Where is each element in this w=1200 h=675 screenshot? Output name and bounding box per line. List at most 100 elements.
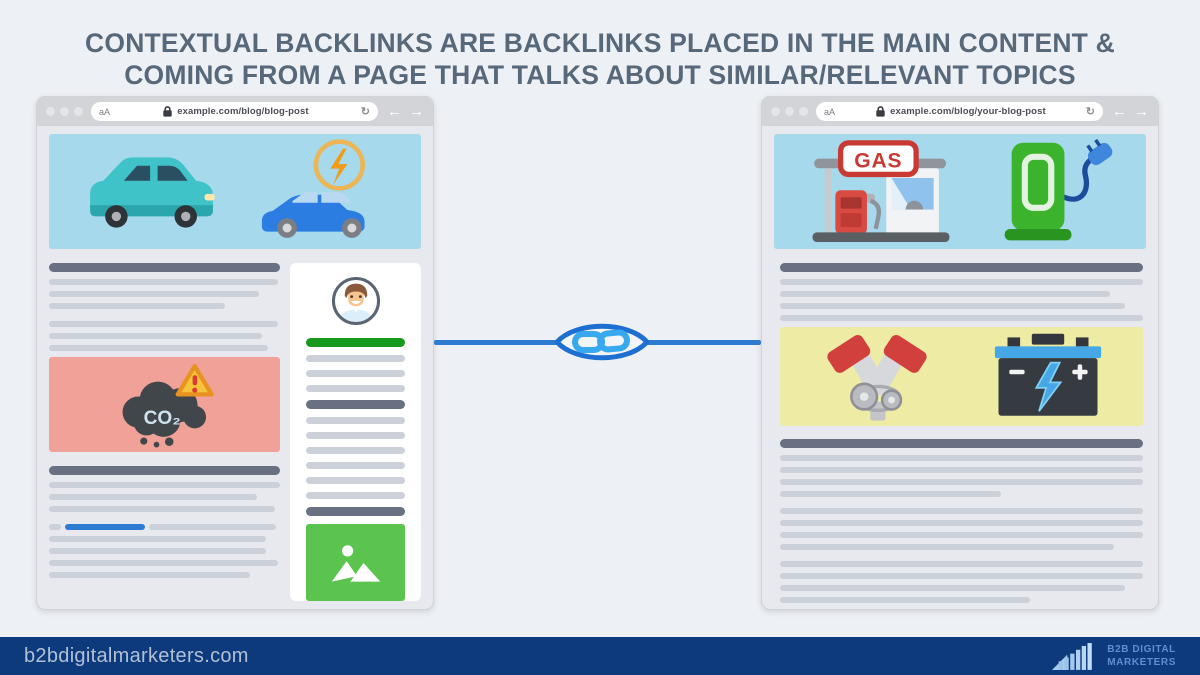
text-line-placeholder [780,279,1143,285]
window-control-dot[interactable] [771,107,780,116]
svg-text:GAS: GAS [854,149,902,172]
text-line-placeholder [780,597,1031,603]
text-line-placeholder [49,345,269,351]
text-line-placeholder [306,432,405,439]
text-line-placeholder [780,520,1143,526]
heading-placeholder [780,263,1143,272]
co2-cloud-icon: CO₂ [122,363,214,447]
paragraph-block [780,263,1143,321]
url-text: example.com/blog/your-blog-post [890,106,1046,117]
text-line-placeholder [780,532,1143,538]
text-line-placeholder [306,385,405,392]
text-line-placeholder [306,477,405,484]
text-line-placeholder [306,355,405,362]
text-line-placeholder [49,524,280,530]
text-line-placeholder [780,544,1114,550]
reader-mode-button[interactable]: aA [99,106,111,117]
text-line-placeholder [780,479,1143,485]
engine-icon [827,334,927,421]
paragraph-block [49,466,280,578]
ev-charger-icon [1004,138,1112,240]
text-line-placeholder [49,303,225,309]
footer-bar: b2bdigitalmarketers.com B2B DIGITAL MARK… [0,637,1200,675]
window-controls [771,107,808,116]
footer-site-url: b2bdigitalmarketers.com [24,644,249,667]
brand-name-line1: B2B DIGITAL [1107,644,1176,655]
page-title-line2: COMING FROM A PAGE THAT TALKS ABOUT SIMI… [124,59,1076,90]
text-line-placeholder [780,315,1143,321]
text-line-placeholder [306,462,405,469]
paragraph-block [49,263,280,351]
text-line-placeholder [780,561,1143,567]
image-placeholder-icon [331,544,380,582]
text-line-placeholder [49,482,280,488]
text-line-placeholder [49,572,250,578]
text-line-placeholder [780,585,1125,591]
text-line-placeholder [306,492,405,499]
text-line-segment [149,524,277,530]
text-line-placeholder [780,291,1111,297]
back-icon[interactable]: ← [387,103,402,120]
browser-toolbar: aA example.com/blog/blog-post ↻ ← → [37,97,433,126]
hero-image-fuel: GAS [774,134,1146,249]
back-icon[interactable]: ← [1112,103,1127,120]
chain-link-icon [572,329,630,353]
window-control-dot[interactable] [46,107,55,116]
text-line-placeholder [49,548,267,554]
window-control-dot[interactable] [799,107,808,116]
window-control-dot[interactable] [785,107,794,116]
page-content: CO₂ [37,126,433,609]
url-bar[interactable]: aA example.com/blog/blog-post ↻ [91,102,378,121]
window-control-dot[interactable] [74,107,83,116]
svg-text:CO₂: CO₂ [143,408,180,429]
text-line-placeholder [780,455,1143,461]
refresh-icon[interactable]: ↻ [1085,106,1095,118]
backlink-highlight[interactable] [64,524,146,530]
brand-bars-icon [1052,642,1093,670]
browser-window-source: aA example.com/blog/blog-post ↻ ← → [36,96,434,610]
brand-logo: B2B DIGITAL MARKETERS [1051,642,1176,671]
text-line-segment [49,524,61,530]
co2-image: CO₂ [49,357,280,452]
car-icon [89,156,215,228]
page-content: GAS [762,126,1158,609]
forward-icon[interactable]: → [1134,103,1149,120]
url-text: example.com/blog/blog-post [177,106,309,117]
heading-placeholder [780,439,1143,448]
text-line-placeholder [780,491,1002,497]
url-bar[interactable]: aA example.com/blog/your-blog-post ↻ [816,102,1103,121]
battery-icon [995,333,1102,416]
text-line-placeholder [306,417,405,424]
text-line-placeholder [306,370,405,377]
paragraph-block [780,439,1143,603]
text-line-placeholder [49,536,267,542]
heading-placeholder [49,263,280,272]
text-line-placeholder [49,321,278,327]
browser-toolbar: aA example.com/blog/your-blog-post ↻ ← → [762,97,1158,126]
text-line-placeholder [780,467,1143,473]
text-line-placeholder [49,560,278,566]
electric-car-icon [261,138,365,238]
hero-image-cars [49,134,421,249]
engine-battery-image [780,327,1143,426]
author-avatar [331,276,380,326]
button-placeholder[interactable] [306,338,405,347]
brand-name: B2B DIGITAL MARKETERS [1107,643,1176,669]
lock-icon [163,106,172,117]
window-control-dot[interactable] [60,107,69,116]
text-line-placeholder [49,333,262,339]
text-line-placeholder [306,447,405,454]
reader-mode-button[interactable]: aA [824,106,836,117]
text-line-placeholder [49,506,276,512]
heading-placeholder [306,507,405,516]
heading-placeholder [306,400,405,409]
article-column [780,263,1143,603]
warning-icon [175,363,214,397]
page-title-line1: CONTEXTUAL BACKLINKS ARE BACKLINKS PLACE… [85,27,1115,58]
sidebar-widgets [306,338,405,524]
refresh-icon[interactable]: ↻ [360,106,370,118]
forward-icon[interactable]: → [409,103,424,120]
page-title: CONTEXTUAL BACKLINKS ARE BACKLINKS PLACE… [0,28,1200,92]
link-icon [554,323,650,361]
article-column: CO₂ [49,263,280,601]
